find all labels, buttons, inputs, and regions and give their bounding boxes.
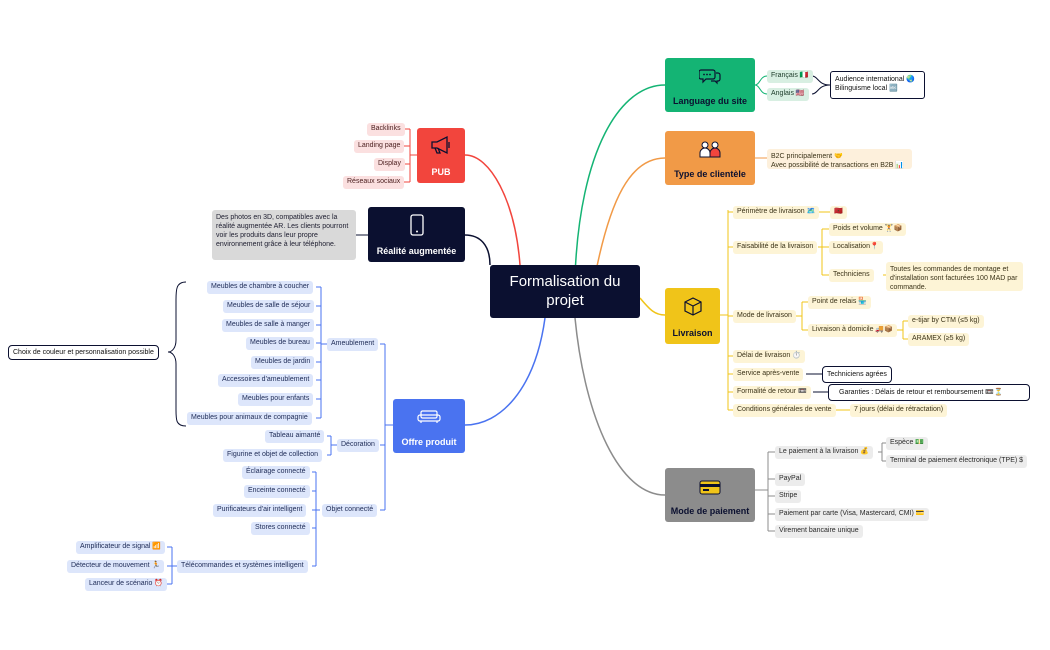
- domicile-etijar[interactable]: e-tijar by CTM (≤5 kg): [908, 315, 984, 328]
- topic-livraison-label: Livraison: [672, 328, 713, 338]
- objet-item[interactable]: Enceinte connecté: [244, 485, 310, 498]
- topic-paiement[interactable]: Mode de paiement: [665, 468, 755, 522]
- tele-item[interactable]: Détecteur de mouvement 🏃: [67, 560, 165, 573]
- objet-telecommandes[interactable]: Télécommandes et systèmes intelligent: [177, 560, 308, 573]
- ameublement-item[interactable]: Meubles pour enfants: [238, 393, 314, 406]
- choix-couleur-note[interactable]: Choix de couleur et personnalisation pos…: [8, 345, 159, 360]
- pub-item-backlinks[interactable]: Backlinks: [367, 123, 405, 136]
- topic-clientele-label: Type de clientèle: [674, 169, 746, 179]
- language-note-line2: Bilinguisme local 🔤: [835, 85, 898, 92]
- topic-clientele[interactable]: Type de clientèle: [665, 131, 755, 185]
- paiement-virement[interactable]: Virement bancaire unique: [775, 525, 863, 538]
- objet-item[interactable]: Éclairage connecté: [242, 466, 310, 479]
- topic-ar[interactable]: Réalité augmentée: [368, 207, 465, 262]
- language-note-line1: Audience international 🌏: [835, 76, 915, 83]
- cgv-note[interactable]: 7 jours (délai de rétractation): [850, 404, 948, 417]
- smartphone-icon: [409, 214, 424, 236]
- faisabilite-techniciens[interactable]: Techniciens: [829, 269, 874, 282]
- ameublement-item[interactable]: Meubles de bureau: [246, 337, 314, 350]
- livraison-mode[interactable]: Mode de livraison: [733, 310, 796, 323]
- paiement-tpe[interactable]: Terminal de paiement électronique (TPE) …: [886, 455, 1028, 468]
- chat-bubbles-icon: [699, 69, 721, 85]
- paiement-stripe[interactable]: Stripe: [775, 490, 802, 503]
- livraison-perimetre[interactable]: Périmètre de livraison 🗺️: [733, 206, 820, 219]
- techniciens-note[interactable]: Toutes les commandes de montage et d'ins…: [886, 262, 1023, 291]
- credit-card-icon: [699, 480, 721, 495]
- paiement-carte[interactable]: Paiement par carte (Visa, Mastercard, CM…: [775, 508, 929, 521]
- package-box-icon: [683, 297, 702, 316]
- paiement-paypal[interactable]: PayPal: [775, 473, 806, 486]
- faisabilite-poids[interactable]: Poids et volume 🏋️📦: [829, 223, 907, 236]
- pub-item-landing-page[interactable]: Landing page: [354, 140, 405, 153]
- pub-item-display[interactable]: Display: [374, 158, 405, 171]
- faisabilite-localisation[interactable]: Localisation📍: [829, 241, 883, 254]
- clientele-note-line2: Avec possibilité de transactions en B2B …: [771, 162, 905, 169]
- objet-item[interactable]: Stores connecté: [251, 522, 310, 535]
- offre-objet-connecte[interactable]: Objet connecté: [322, 504, 378, 517]
- domicile-aramex[interactable]: ARAMEX (≥5 kg): [908, 333, 970, 346]
- livraison-perimetre-flag[interactable]: 🇲🇦: [830, 206, 847, 219]
- clientele-note-line1: B2C principalement 🤝: [771, 153, 843, 160]
- livraison-cgv[interactable]: Conditions générales de vente: [733, 404, 836, 417]
- people-icon: [699, 141, 721, 158]
- clientele-note[interactable]: B2C principalement 🤝 Avec possibilité de…: [767, 149, 912, 169]
- pub-item-reseaux-sociaux[interactable]: Réseaux sociaux: [343, 176, 405, 189]
- language-item-french[interactable]: Français 🇮🇹: [767, 70, 813, 83]
- ameublement-item[interactable]: Meubles de chambre à coucher: [207, 281, 314, 294]
- topic-language[interactable]: Language du site: [665, 58, 755, 112]
- topic-paiement-label: Mode de paiement: [670, 506, 750, 516]
- megaphone-icon: [431, 135, 450, 155]
- central-topic-line2: projet: [546, 292, 584, 309]
- tele-item[interactable]: Amplificateur de signal 📶: [76, 541, 166, 554]
- livraison-delai[interactable]: Délai de livraison ⏱️: [733, 350, 805, 363]
- retour-note[interactable]: Garanties : Délais de retour et rembours…: [828, 384, 1030, 401]
- livraison-sav[interactable]: Service après-vente: [733, 368, 804, 381]
- offre-ameublement[interactable]: Ameublement: [327, 338, 379, 351]
- ameublement-item[interactable]: Meubles de salle de séjour: [223, 300, 315, 313]
- language-note[interactable]: Audience international 🌏 Bilinguisme loc…: [830, 71, 925, 99]
- decoration-item[interactable]: Tableau aimanté: [265, 430, 325, 443]
- ameublement-item[interactable]: Meubles de salle à manger: [222, 319, 315, 332]
- mode-point-relais[interactable]: Point de relais 🏪: [808, 296, 872, 309]
- tele-item[interactable]: Lanceur de scénario ⏰: [85, 578, 168, 591]
- topic-livraison[interactable]: Livraison: [665, 288, 720, 344]
- topic-pub-label: PUB: [431, 167, 451, 177]
- mode-domicile[interactable]: Livraison à domicile 🚚📦: [808, 324, 897, 337]
- topic-pub[interactable]: PUB: [417, 128, 465, 183]
- language-item-english[interactable]: Anglais 🇺🇸: [767, 88, 809, 101]
- topic-offre[interactable]: Offre produit: [393, 399, 465, 453]
- central-topic[interactable]: Formalisation du projet: [490, 265, 640, 318]
- paiement-livraison[interactable]: Le paiement à la livraison 💰: [775, 446, 874, 459]
- topic-ar-label: Réalité augmentée: [376, 246, 457, 256]
- sav-note[interactable]: Techniciens agrées: [822, 366, 892, 383]
- paiement-espece[interactable]: Espèce 💵: [886, 437, 929, 450]
- livraison-retour[interactable]: Formalité de retour 📼: [733, 386, 811, 399]
- topic-language-label: Language du site: [672, 96, 747, 106]
- offre-decoration[interactable]: Décoration: [337, 439, 379, 452]
- ameublement-item[interactable]: Meubles de jardin: [251, 356, 315, 369]
- ar-note[interactable]: Des photos en 3D, compatibles avec la ré…: [212, 210, 356, 260]
- ameublement-item[interactable]: Accessoires d'ameublement: [218, 374, 314, 387]
- livraison-faisabilite[interactable]: Faisabilité de la livraison: [733, 241, 818, 254]
- sofa-icon: [417, 410, 441, 423]
- ameublement-item[interactable]: Meubles pour animaux de compagnie: [187, 412, 312, 425]
- objet-item[interactable]: Purificateurs d'air intelligent: [213, 504, 307, 517]
- central-topic-line1: Formalisation du: [509, 273, 621, 290]
- topic-offre-label: Offre produit: [401, 437, 457, 447]
- decoration-item[interactable]: Figurine et objet de collection: [223, 449, 323, 462]
